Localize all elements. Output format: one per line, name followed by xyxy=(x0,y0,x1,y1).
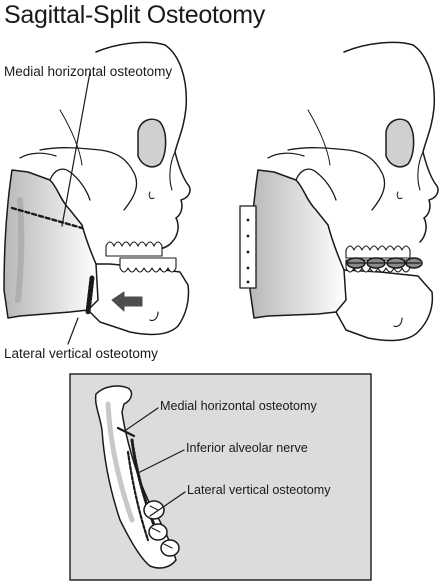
fixation-plate xyxy=(239,205,257,289)
lower-teeth-before xyxy=(119,257,177,273)
inset-molars xyxy=(143,500,180,557)
inset-panel xyxy=(69,373,372,581)
ramus-after xyxy=(249,169,347,319)
diagram-title: Sagittal-Split Osteotomy xyxy=(4,1,265,29)
mandible-before xyxy=(87,263,190,336)
plate-screws xyxy=(246,218,250,284)
orbit-before xyxy=(137,118,167,168)
ramus-before xyxy=(3,169,99,319)
mandible-after xyxy=(335,269,434,342)
advance-arrow xyxy=(111,291,143,312)
osteotomy-vertical-before xyxy=(85,275,95,315)
inset-mandible xyxy=(94,385,177,569)
inset-label-medial-horizontal-osteotomy: Medial horizontal osteotomy xyxy=(160,399,317,413)
label-lateral-vertical-osteotomy: Lateral vertical osteotomy xyxy=(4,346,158,361)
orbit-after xyxy=(385,118,415,168)
teeth-after xyxy=(345,245,423,273)
skull-after xyxy=(239,41,439,342)
inset-label-inferior-alveolar-nerve: Inferior alveolar nerve xyxy=(186,441,308,455)
inset-label-lateral-vertical-osteotomy: Lateral vertical osteotomy xyxy=(187,483,331,497)
inset-nerve xyxy=(130,438,158,532)
upper-teeth-before xyxy=(105,241,163,257)
label-medial-horizontal-osteotomy: Medial horizontal osteotomy xyxy=(4,64,173,79)
skull-before xyxy=(3,41,191,345)
osteotomy-horizontal-before xyxy=(10,206,84,230)
